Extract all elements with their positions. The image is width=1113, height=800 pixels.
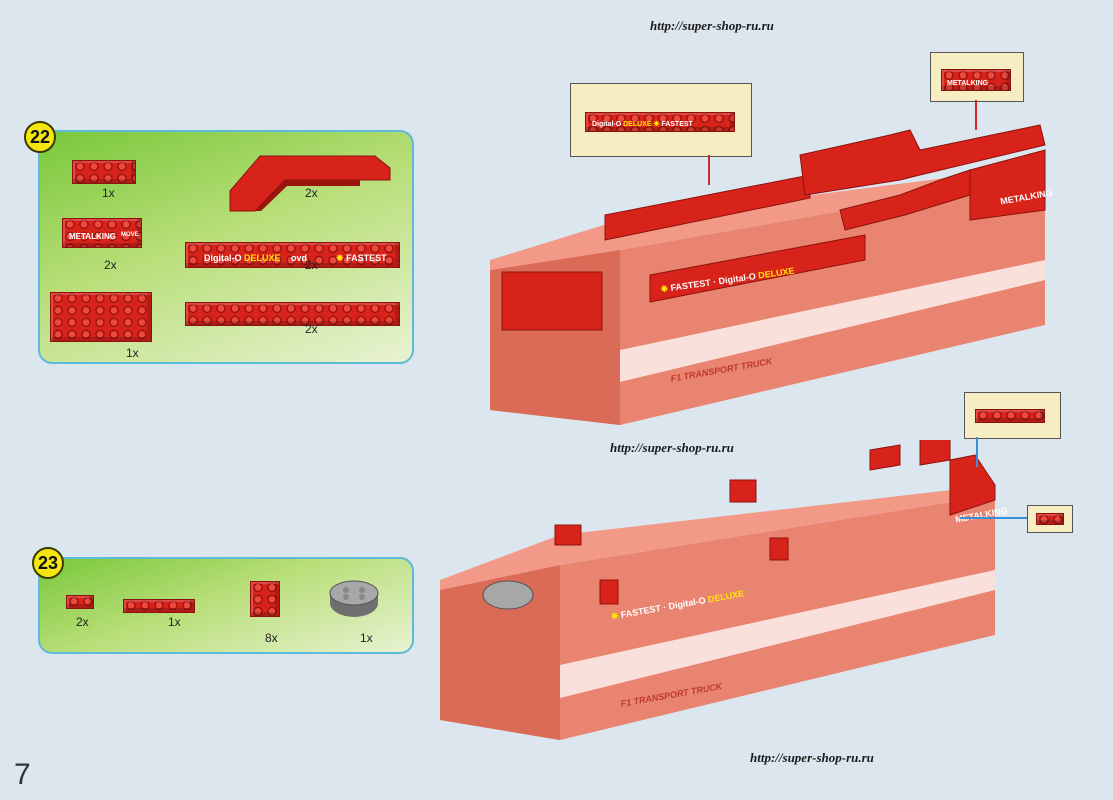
step-22-badge: 22 <box>24 121 56 153</box>
callout-plate-1x6 <box>964 392 1061 439</box>
print-digital: Digital-O DELUXE <box>204 253 281 263</box>
watermark-url-bottom: http://super-shop-ru.ru <box>750 750 874 765</box>
part-plate-6x8 <box>50 292 152 342</box>
callout-brick <box>975 409 1045 423</box>
callout-brick: Digital-O DELUXE ✸ FASTEST <box>585 112 735 132</box>
print-ovd: ovd <box>291 253 308 263</box>
part-quantity: 1x <box>126 346 139 360</box>
part-printed-brick-1x16: Digital-O DELUXE ovd ✸ FASTEST <box>185 242 400 268</box>
part-quantity: 1x <box>360 631 373 645</box>
callout-plate-1x2 <box>1027 505 1073 533</box>
callout-brick <box>1036 513 1064 525</box>
part-metalking-brick: METALKING MOVE <box>62 218 142 248</box>
part-quantity: 2x <box>305 322 318 336</box>
callout-print: METALKING <box>947 80 989 87</box>
watermark-url-middle: http://super-shop-ru.ru <box>610 440 734 455</box>
part-brick-1x4 <box>72 160 136 184</box>
part-quantity: 2x <box>76 615 89 629</box>
callout-printed-brick: Digital-O DELUXE ✸ FASTEST <box>570 83 752 157</box>
callout-print: Digital-O DELUXE ✸ FASTEST <box>592 121 693 128</box>
part-quantity: 2x <box>305 258 318 272</box>
step-23-badge: 23 <box>32 547 64 579</box>
callout-arrow <box>976 437 978 467</box>
part-quantity: 2x <box>104 258 117 272</box>
callout-arrow <box>975 100 977 130</box>
step-23-parts-panel: 2x 1x 8x 1x <box>38 557 414 654</box>
callout-brick: METALKING <box>941 69 1011 91</box>
part-round-plate-gray <box>329 580 379 617</box>
part-quantity: 1x <box>102 186 115 200</box>
watermark-url-top: http://super-shop-ru.ru <box>650 18 774 33</box>
page-number: 7 <box>14 758 31 791</box>
part-arch-brick <box>229 155 391 212</box>
callout-arrow <box>708 155 710 185</box>
truck-trailer-step-22 <box>490 124 1046 425</box>
part-quantity: 8x <box>265 631 278 645</box>
callout-metalking-brick: METALKING <box>930 52 1024 102</box>
step-22-parts-panel: 1x 2x METALKING MOVE 2x Digital-O DELUXE… <box>38 130 414 364</box>
truck-trailer-step-23 <box>440 440 996 740</box>
print-fastest: ✸ FASTEST <box>336 253 387 263</box>
part-quantity: 2x <box>305 186 318 200</box>
part-brick-1x16 <box>185 302 400 326</box>
part-plate-1x6 <box>123 599 195 613</box>
part-quantity: 1x <box>168 615 181 629</box>
print-move: MOVE <box>121 232 139 238</box>
callout-arrow <box>960 517 1027 519</box>
part-angle-bracket <box>250 581 280 617</box>
print-metalking: METALKING <box>69 232 116 241</box>
part-plate-1x2 <box>66 595 94 609</box>
